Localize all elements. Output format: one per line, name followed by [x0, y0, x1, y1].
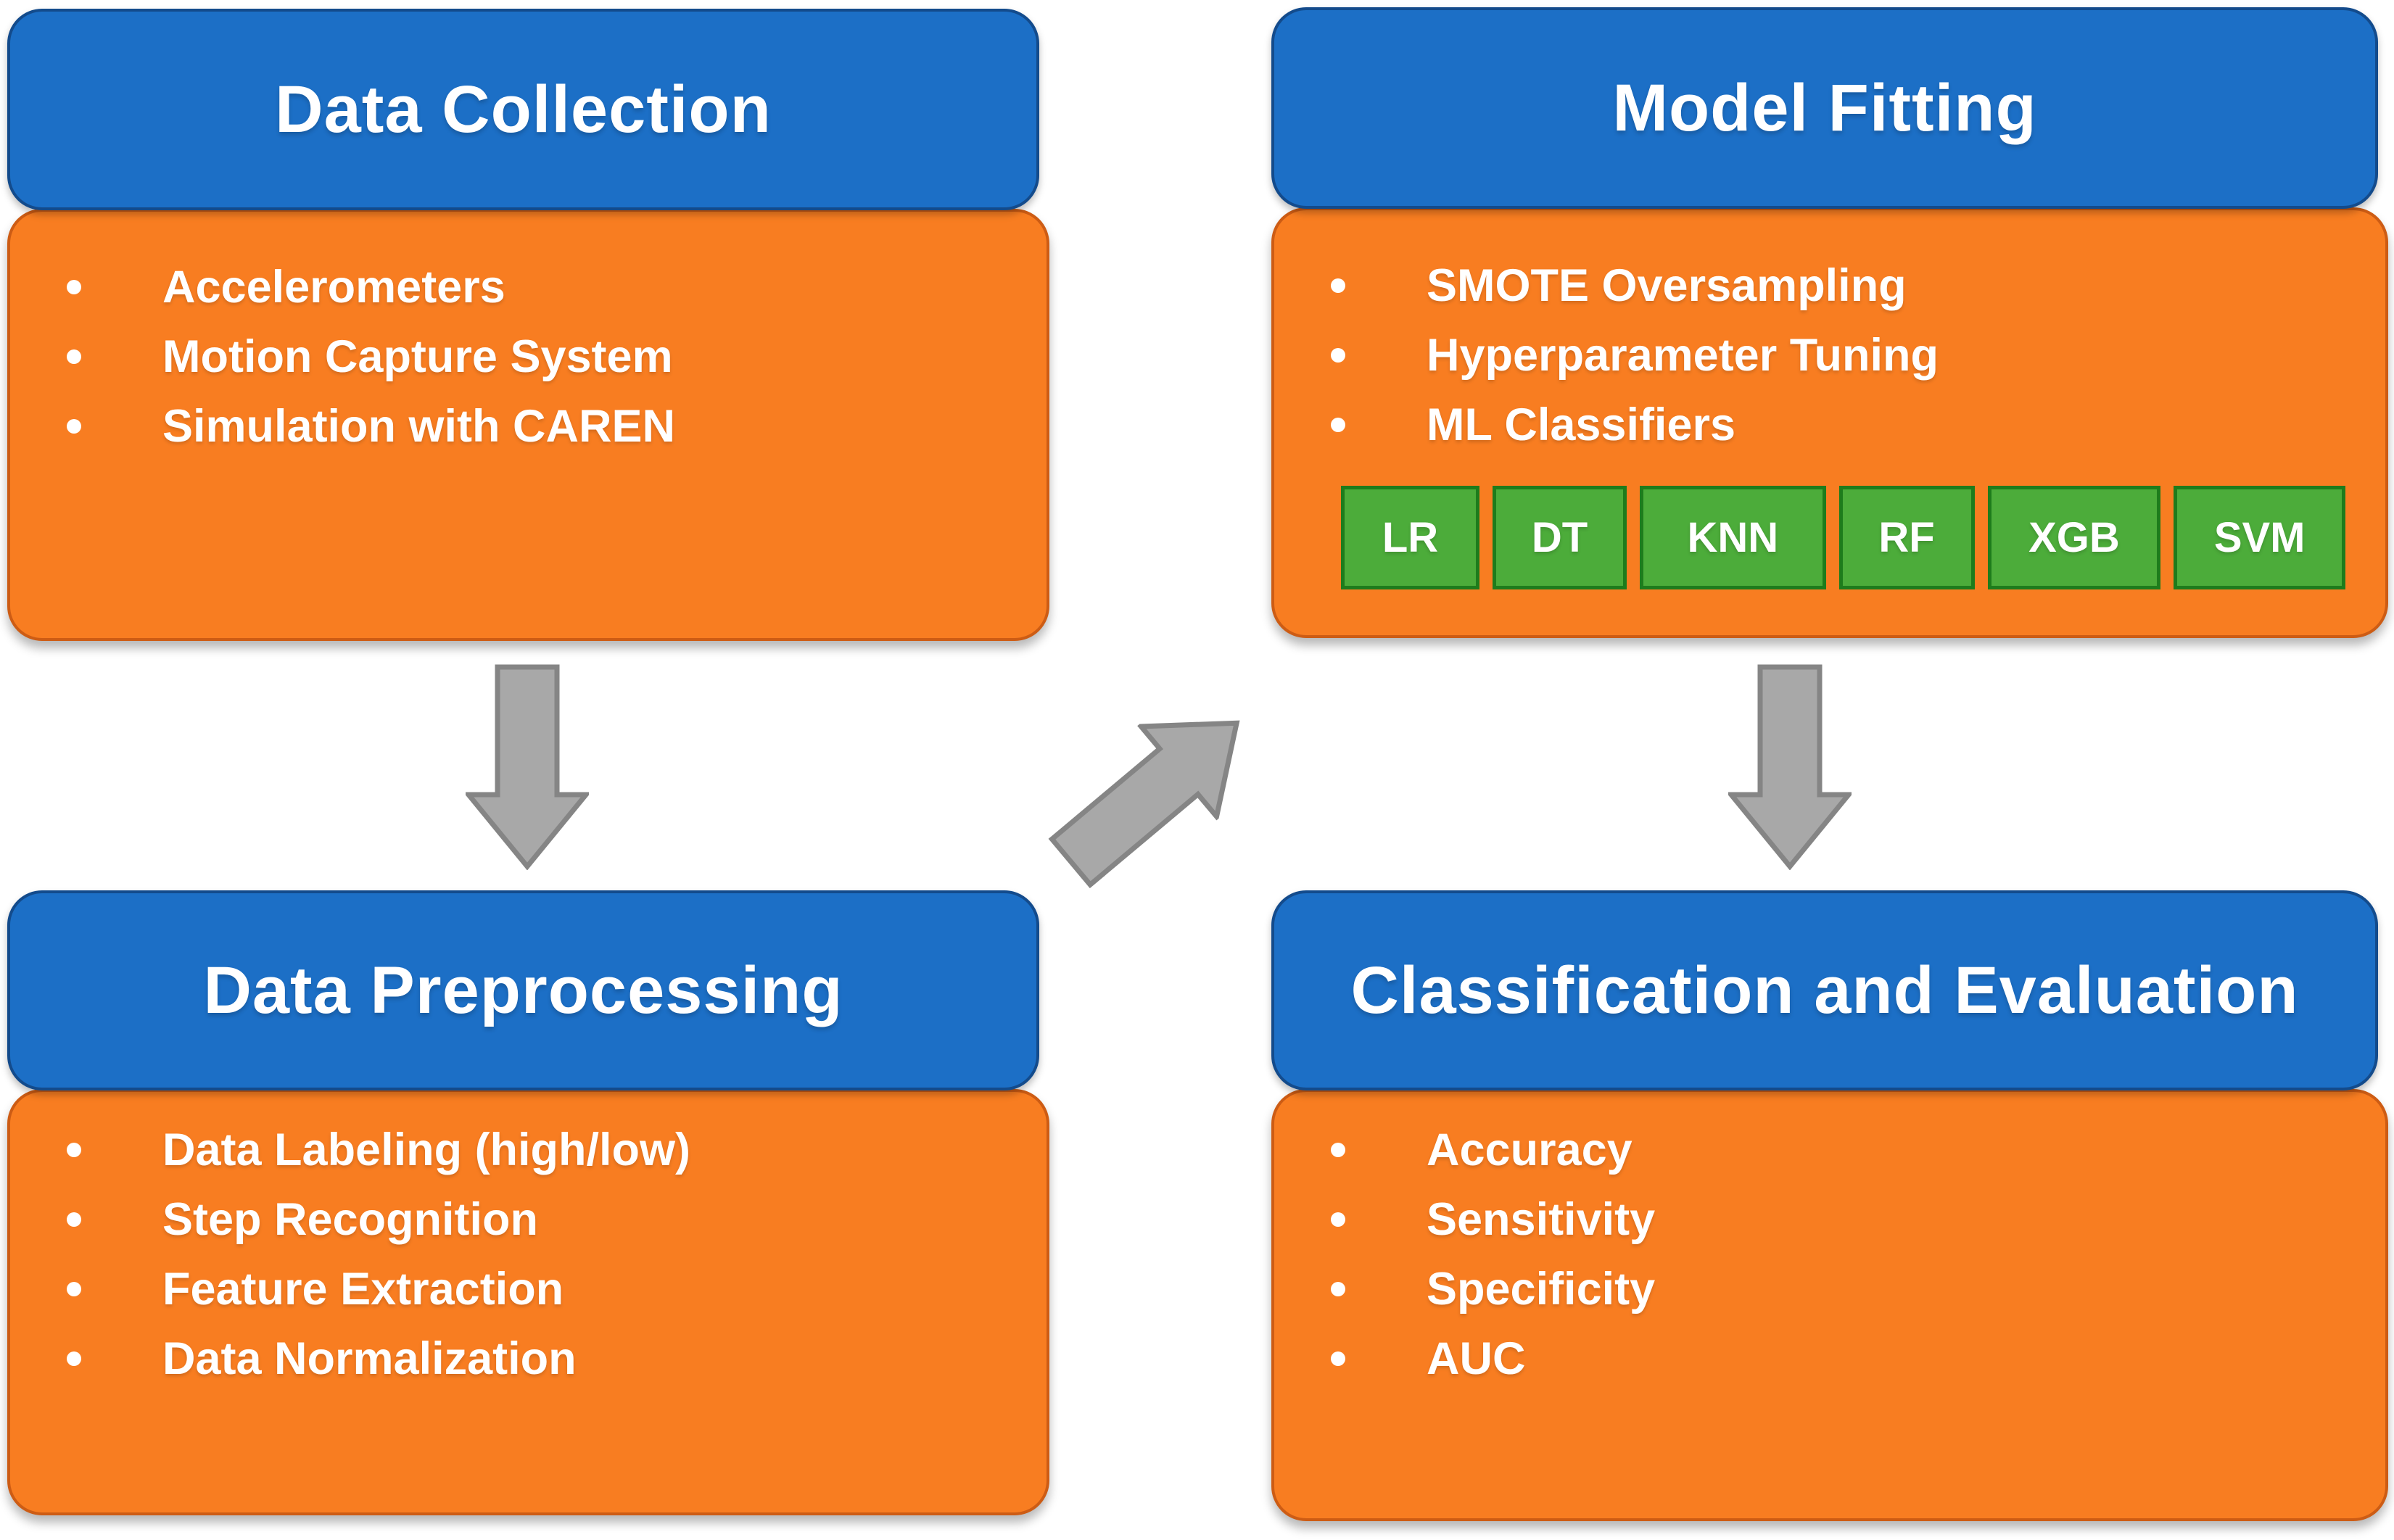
bullet-item: SMOTE Oversampling — [1331, 251, 2356, 320]
box-classification-evaluation: Classification and Evaluation Accuracy S… — [1271, 890, 2388, 1523]
bullet-dot-icon — [67, 1282, 81, 1296]
bullet-list-data-preprocessing: Data Labeling (high/low) Step Recognitio… — [10, 1115, 1047, 1394]
box-body-data-collection: Accelerometers Motion Capture System Sim… — [7, 209, 1049, 641]
bullet-item: Feature Extraction — [67, 1254, 1018, 1324]
box-data-preprocessing: Data Preprocessing Data Labeling (high/l… — [7, 890, 1049, 1517]
chip-label: KNN — [1687, 514, 1779, 561]
bullet-item: Accuracy — [1331, 1115, 2356, 1185]
chip-label: XGB — [2028, 514, 2120, 561]
box-title-data-collection: Data Collection — [275, 72, 772, 146]
box-data-collection: Data Collection Accelerometers Motion Ca… — [7, 9, 1049, 642]
box-title-classification-evaluation: Classification and Evaluation — [1350, 953, 2299, 1027]
bullet-text: Feature Extraction — [162, 1264, 564, 1315]
box-body-model-fitting: SMOTE Oversampling Hyperparameter Tuning… — [1271, 207, 2388, 638]
chip-rf: RF — [1838, 486, 1975, 589]
bullet-item: Data Labeling (high/low) — [67, 1115, 1018, 1185]
chip-label: SVM — [2213, 514, 2306, 561]
bullet-text: Sensitivity — [1427, 1194, 1656, 1245]
classifier-chip-row: LR DT KNN RF XGB SVM — [1341, 486, 2346, 589]
bullet-dot-icon — [1331, 348, 1345, 363]
bullet-item: Step Recognition — [67, 1185, 1018, 1254]
chip-label: LR — [1382, 514, 1439, 561]
box-title-model-fitting: Model Fitting — [1612, 70, 2037, 145]
box-title-data-preprocessing: Data Preprocessing — [203, 953, 843, 1027]
box-header-data-preprocessing: Data Preprocessing — [7, 890, 1039, 1090]
chip-svm: SVM — [2174, 486, 2346, 589]
bullet-text: Accuracy — [1427, 1125, 1633, 1175]
bullet-list-data-collection: Accelerometers Motion Capture System Sim… — [10, 252, 1047, 461]
bullet-item: Simulation with CAREN — [67, 392, 1018, 461]
bullet-dot-icon — [67, 419, 81, 434]
bullet-item: Data Normalization — [67, 1324, 1018, 1394]
bullet-dot-icon — [1331, 1282, 1345, 1296]
arrow-down-icon — [466, 664, 589, 870]
bullet-text: SMOTE Oversampling — [1427, 260, 1907, 311]
bullet-item: Hyperparameter Tuning — [1331, 320, 2356, 390]
box-header-data-collection: Data Collection — [7, 9, 1039, 210]
bullet-text: Data Labeling (high/low) — [162, 1125, 690, 1175]
chip-label: DT — [1531, 514, 1588, 561]
bullet-item: Motion Capture System — [67, 322, 1018, 392]
bullet-item: ML Classifiers — [1331, 390, 2356, 460]
bullet-dot-icon — [1331, 1351, 1345, 1366]
bullet-dot-icon — [1331, 278, 1345, 293]
bullet-text: Motion Capture System — [162, 331, 673, 382]
chip-dt: DT — [1492, 486, 1627, 589]
bullet-item: AUC — [1331, 1324, 2356, 1394]
bullet-list-model-fitting: SMOTE Oversampling Hyperparameter Tuning… — [1274, 251, 2385, 460]
bullet-dot-icon — [67, 1143, 81, 1157]
bullet-text: ML Classifiers — [1427, 400, 1736, 450]
chip-lr: LR — [1341, 486, 1479, 589]
arrow-down-icon — [1728, 664, 1852, 870]
bullet-item: Sensitivity — [1331, 1185, 2356, 1254]
bullet-dot-icon — [67, 349, 81, 364]
chip-label: RF — [1878, 514, 1935, 561]
chip-xgb: XGB — [1987, 486, 2161, 589]
bullet-dot-icon — [1331, 1143, 1345, 1157]
bullet-text: Accelerometers — [162, 262, 505, 312]
bullet-text: AUC — [1427, 1333, 1526, 1384]
bullet-text: Specificity — [1427, 1264, 1656, 1315]
bullet-dot-icon — [67, 280, 81, 294]
bullet-item: Accelerometers — [67, 252, 1018, 322]
arrow-up-right-icon — [1048, 720, 1240, 889]
box-header-model-fitting: Model Fitting — [1271, 7, 2378, 209]
bullet-dot-icon — [1331, 418, 1345, 432]
bullet-dot-icon — [67, 1212, 81, 1227]
bullet-text: Step Recognition — [162, 1194, 538, 1245]
bullet-text: Data Normalization — [162, 1333, 577, 1384]
bullet-list-classification-evaluation: Accuracy Sensitivity Specificity AUC — [1274, 1115, 2385, 1394]
bullet-text: Hyperparameter Tuning — [1427, 330, 1939, 381]
bullet-dot-icon — [67, 1351, 81, 1366]
box-body-classification-evaluation: Accuracy Sensitivity Specificity AUC — [1271, 1089, 2388, 1521]
box-model-fitting: Model Fitting SMOTE Oversampling Hyperpa… — [1271, 7, 2388, 639]
chip-knn: KNN — [1639, 486, 1826, 589]
box-header-classification-evaluation: Classification and Evaluation — [1271, 890, 2378, 1090]
bullet-text: Simulation with CAREN — [162, 401, 675, 452]
box-body-data-preprocessing: Data Labeling (high/low) Step Recognitio… — [7, 1089, 1049, 1515]
bullet-item: Specificity — [1331, 1254, 2356, 1324]
bullet-dot-icon — [1331, 1212, 1345, 1227]
